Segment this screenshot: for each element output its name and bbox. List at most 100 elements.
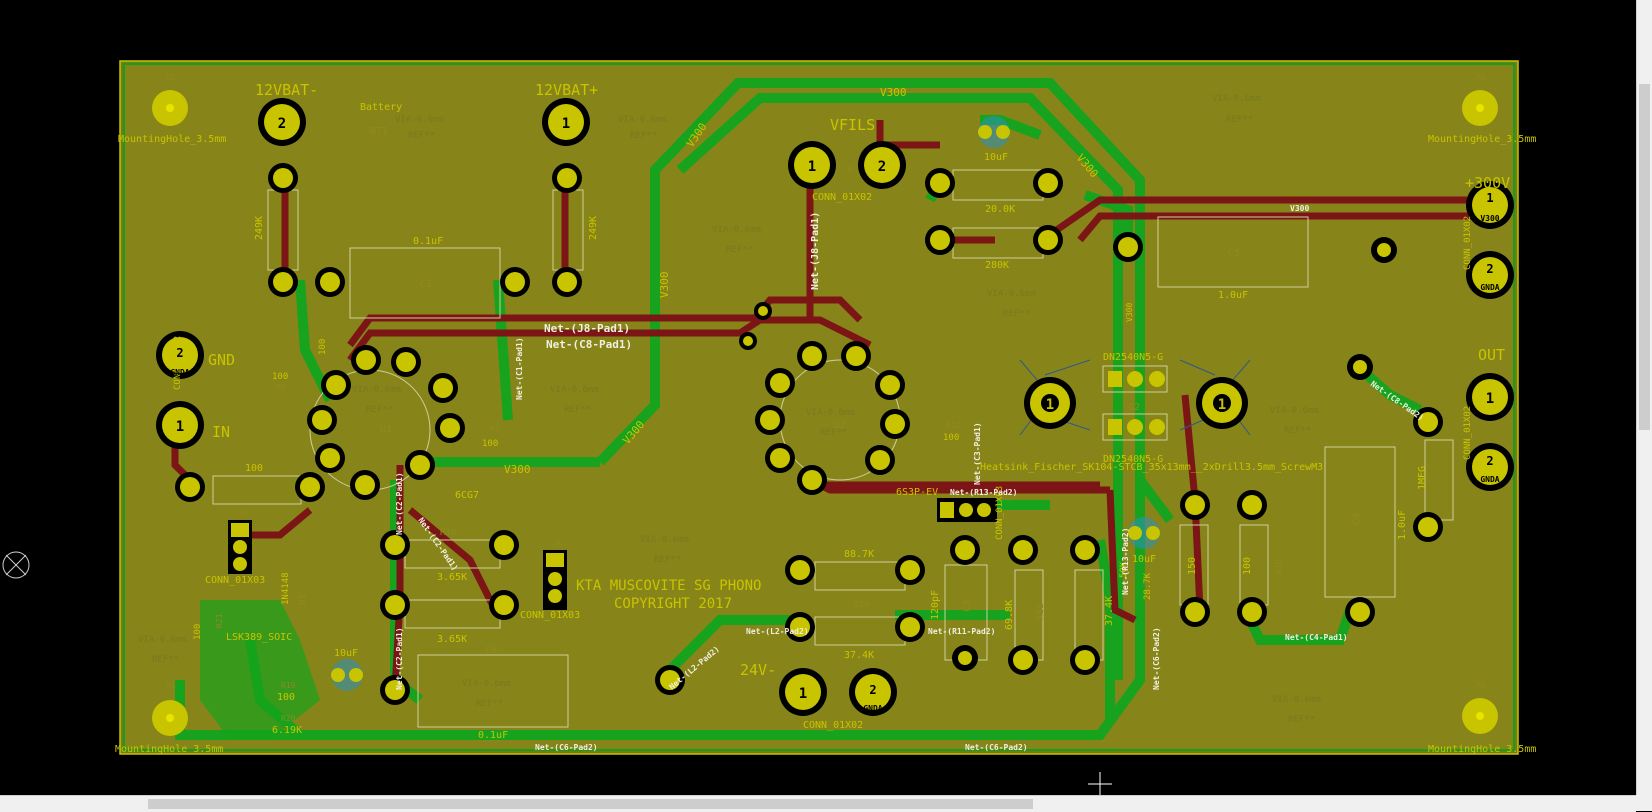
through-hole-pad[interactable] [760, 410, 780, 430]
through-hole-pad[interactable] [1038, 230, 1058, 250]
mounting-hole-h2[interactable] [152, 90, 188, 126]
through-hole-pad[interactable] [770, 373, 790, 393]
through-hole-pad[interactable] [320, 448, 340, 468]
pad-vfils-1[interactable] [788, 141, 836, 189]
mounting-hole-h4[interactable] [1462, 90, 1498, 126]
through-hole-pad[interactable] [870, 450, 890, 470]
through-hole-pad[interactable] [273, 272, 293, 292]
label-u1: U1 [380, 424, 392, 435]
through-hole-pad[interactable] [1185, 495, 1205, 515]
pad-heatsink-2[interactable] [1196, 377, 1248, 429]
through-hole-pad[interactable] [557, 272, 577, 292]
via-label-1: VIA-0.6mm [395, 115, 444, 125]
padnum-heatsink-2: 1 [1218, 397, 1226, 413]
through-hole-pad[interactable] [790, 617, 810, 637]
through-hole-pad[interactable] [955, 540, 975, 560]
via-label-2: VIA-0.6mm [618, 115, 667, 125]
pcb-canvas[interactable]: 12VBAT- 12VBAT+ VFILS +300V GND IN OUT 2… [0, 0, 1636, 795]
through-hole-pad[interactable] [900, 560, 920, 580]
label-r-374k-2: 37.4K [1104, 596, 1115, 626]
pad-bat-neg[interactable] [258, 98, 306, 146]
pad-gnd[interactable] [156, 331, 204, 379]
through-hole-pad[interactable] [326, 375, 346, 395]
through-hole-pad[interactable] [300, 477, 320, 497]
through-hole-pad[interactable] [930, 173, 950, 193]
through-hole-pad[interactable] [660, 670, 680, 690]
through-hole-pad[interactable] [930, 230, 950, 250]
pad-in[interactable] [156, 401, 204, 449]
via-label-4: VIA-0.6mm [712, 225, 761, 235]
through-hole-pad[interactable] [1075, 540, 1095, 560]
ground-pour-outline [123, 63, 1515, 751]
label-bat-pos: 12VBAT+ [535, 81, 598, 99]
mounting-hole-h1[interactable] [152, 700, 188, 736]
through-hole-pad[interactable] [385, 680, 405, 700]
pcb-layout-view[interactable]: 12VBAT- 12VBAT+ VFILS +300V GND IN OUT 2… [0, 0, 1636, 795]
through-hole-pad[interactable] [320, 272, 340, 292]
pad-bat-pos[interactable] [542, 98, 590, 146]
padnum-out-gnda: 2 [1486, 454, 1493, 468]
vertical-scrollbar-thumb[interactable] [1639, 84, 1650, 430]
horizontal-scrollbar[interactable] [0, 795, 1636, 812]
through-hole-pad[interactable] [355, 475, 375, 495]
through-hole-pad[interactable] [885, 414, 905, 434]
through-hole-pad[interactable] [385, 595, 405, 615]
net-c2-lower: Net-(C2-Pad1) [395, 627, 404, 690]
pad-out-gnda[interactable] [1466, 443, 1514, 491]
pad-gnda-right[interactable] [1466, 251, 1514, 299]
label-heatsink: Heatsink_Fischer_SK104-STCB_35x13mm__2xD… [980, 462, 1323, 473]
through-hole-pad[interactable] [1350, 602, 1370, 622]
pad-heatsink-1[interactable] [1024, 377, 1076, 429]
through-hole-pad[interactable] [494, 535, 514, 555]
label-j8-conn: CONN_01X02 [812, 192, 872, 203]
pad-24v-1[interactable] [779, 668, 827, 716]
pad-vfils-2[interactable] [858, 141, 906, 189]
through-hole-pad[interactable] [396, 352, 416, 372]
through-hole-pad[interactable] [1013, 540, 1033, 560]
pad-plus300v[interactable] [1466, 181, 1514, 229]
through-hole-pad[interactable] [1418, 517, 1438, 537]
horizontal-scrollbar-thumb[interactable] [148, 799, 1033, 809]
mounting-hole-h3[interactable] [1462, 698, 1498, 734]
through-hole-pad[interactable] [385, 535, 405, 555]
net-r11-pad2: Net-(R11-Pad2) [928, 627, 995, 636]
pad-out[interactable] [1466, 373, 1514, 421]
through-hole-pad[interactable] [1118, 237, 1138, 257]
through-hole-pad[interactable] [1013, 650, 1033, 670]
through-hole-pad[interactable] [1418, 412, 1438, 432]
through-hole-pad[interactable] [1038, 173, 1058, 193]
through-hole-pad[interactable] [356, 350, 376, 370]
through-hole-pad[interactable] [770, 448, 790, 468]
via-label-7: VIA-0.6mm [1270, 406, 1319, 416]
net-v300-bottom: V300 [504, 463, 531, 476]
through-hole-pad[interactable] [557, 168, 577, 188]
through-hole-pad[interactable] [505, 272, 525, 292]
through-hole-pad[interactable] [440, 418, 460, 438]
label-r21: R21 [215, 613, 224, 628]
through-hole-pad[interactable] [273, 168, 293, 188]
through-hole-pad[interactable] [846, 346, 866, 366]
through-hole-pad[interactable] [802, 346, 822, 366]
through-hole-pad[interactable] [312, 410, 332, 430]
net-l2-pad2: Net-(L2-Pad2) [746, 627, 809, 636]
small-pads [175, 163, 1443, 705]
through-hole-pad[interactable] [880, 375, 900, 395]
through-hole-pad[interactable] [410, 455, 430, 475]
through-hole-pad[interactable] [494, 595, 514, 615]
board-copyright: COPYRIGHT 2017 [614, 596, 732, 612]
through-hole-pad[interactable] [1242, 495, 1262, 515]
through-hole-pad[interactable] [900, 617, 920, 637]
label-r-100-c: 100 [482, 439, 498, 449]
vertical-scrollbar[interactable] [1636, 0, 1652, 795]
pad-24v-2[interactable] [849, 668, 897, 716]
through-hole-pad[interactable] [1242, 602, 1262, 622]
through-hole-pad[interactable] [1185, 602, 1205, 622]
via-label-13: VIA-0.6mm [806, 408, 855, 418]
through-hole-pad[interactable] [1075, 650, 1095, 670]
label-q2-value: DN2540N5-G [1103, 454, 1163, 465]
through-hole-pad[interactable] [433, 378, 453, 398]
net-c8-pad1: Net-(C8-Pad1) [546, 338, 632, 351]
through-hole-pad[interactable] [802, 470, 822, 490]
through-hole-pad[interactable] [180, 477, 200, 497]
through-hole-pad[interactable] [790, 560, 810, 580]
